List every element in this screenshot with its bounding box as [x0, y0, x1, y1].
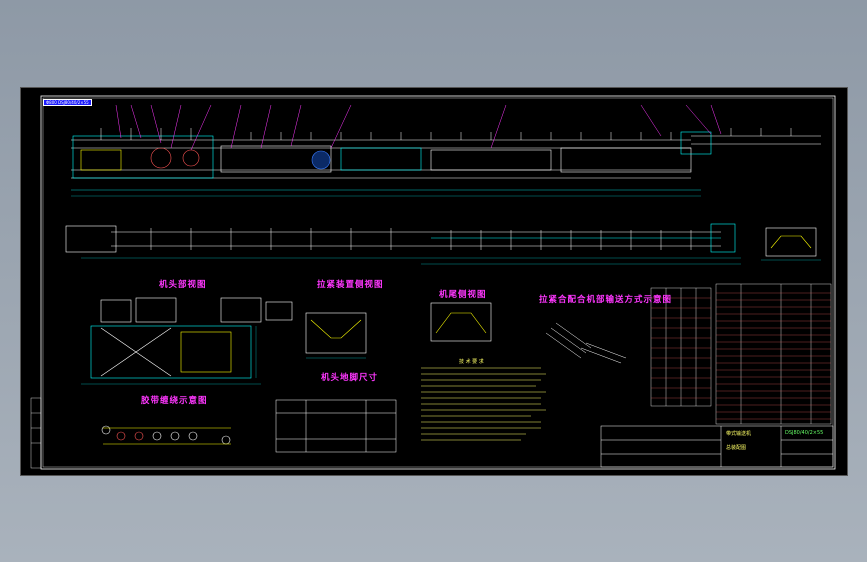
title-name-line2: 总装配图 [726, 445, 747, 451]
technical-notes [421, 367, 546, 441]
notes-title: 技 术 要 求 [459, 359, 484, 365]
parts-table-rows [651, 292, 831, 420]
left-margin-strip [30, 397, 42, 469]
view-header-belt: 胶带缠绕示意图 [141, 396, 208, 406]
view-header-tensioner: 拉紧装置侧视图 [317, 280, 384, 290]
drawing-sheet: Φ800 DSJ80/40/2×55 机头部视图 拉紧装置侧视图 机尾侧视图 拉… [20, 87, 848, 476]
tail-side-view [430, 302, 492, 342]
title-code: DSJ80/40/2×55 [785, 430, 824, 436]
leader-lines-top [115, 104, 722, 151]
view-header-tail: 机尾侧视图 [439, 290, 487, 300]
title-name-line1: 带式输送机 [726, 431, 752, 437]
drawing-code-tag: Φ800 DSJ80/40/2×55 [43, 99, 92, 106]
parts-table [650, 283, 832, 425]
section-detail [761, 227, 821, 261]
plan-view-ribs [150, 228, 692, 250]
cad-drawing-canvas[interactable] [21, 88, 847, 475]
tensioner-view [305, 312, 367, 359]
view-header-head: 机头部视图 [159, 280, 207, 290]
foundation-view [275, 399, 397, 453]
elevation-view [71, 131, 821, 197]
title-block-frame [600, 425, 834, 468]
view-header-bracket: 拉紧合配合机部输送方式示意图 [539, 295, 673, 305]
idler-row-top [100, 128, 792, 140]
belt-wrap-diagram [101, 425, 231, 445]
plan-view [65, 223, 741, 265]
drawing-border [40, 95, 836, 470]
bracket-sketch [545, 322, 627, 364]
view-header-foundation: 机头地脚尺寸 [321, 373, 379, 383]
head-plan-view [81, 297, 293, 385]
